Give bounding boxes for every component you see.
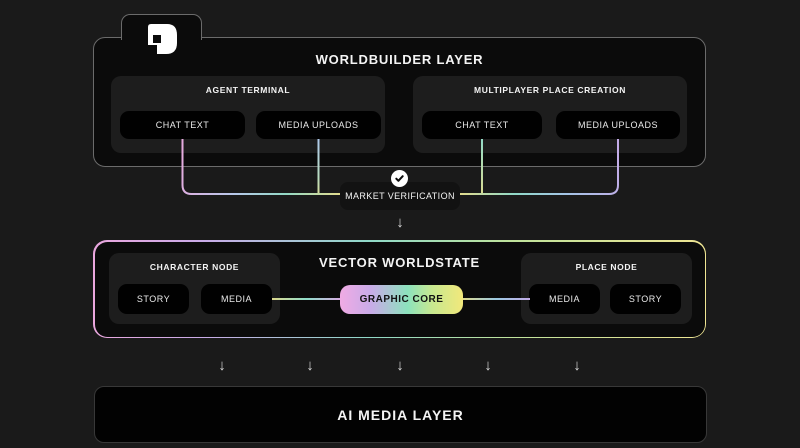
place-media-node: MEDIA <box>529 284 600 314</box>
check-icon <box>391 170 408 187</box>
ai-media-layer-box: AI MEDIA LAYER <box>94 386 707 443</box>
down-arrow-icon: ↓ <box>396 357 404 374</box>
down-arrow-icon: ↓ <box>218 357 226 374</box>
character-story-node: STORY <box>118 284 189 314</box>
vector-worldstate-title: VECTOR WORLDSTATE <box>319 255 480 270</box>
graphic-core-node: GRAPHIC CORE <box>340 285 463 314</box>
agent-terminal-title: AGENT TERMINAL <box>205 85 291 95</box>
character-media-node: MEDIA <box>201 284 272 314</box>
down-arrow-icon: ↓ <box>573 357 581 374</box>
character-node-title: CHARACTER NODE <box>149 262 240 272</box>
worldbuilder-logo-icon <box>148 24 178 56</box>
place-node-title: PLACE NODE <box>575 262 638 272</box>
agent-chat-text-node: CHAT TEXT <box>120 111 245 139</box>
agent-media-uploads-node: MEDIA UPLOADS <box>256 111 381 139</box>
multiplayer-place-creation-title: MULTIPLAYER PLACE CREATION <box>474 85 626 95</box>
multiplayer-chat-text-node: CHAT TEXT <box>422 111 542 139</box>
worldbuilder-layer-title: WORLDBUILDER LAYER <box>315 52 484 67</box>
down-arrow-icon: ↓ <box>306 357 314 374</box>
down-arrow-icon: ↓ <box>396 214 404 231</box>
down-arrow-icon: ↓ <box>484 357 492 374</box>
place-story-node: STORY <box>610 284 681 314</box>
multiplayer-media-uploads-node: MEDIA UPLOADS <box>556 111 680 139</box>
